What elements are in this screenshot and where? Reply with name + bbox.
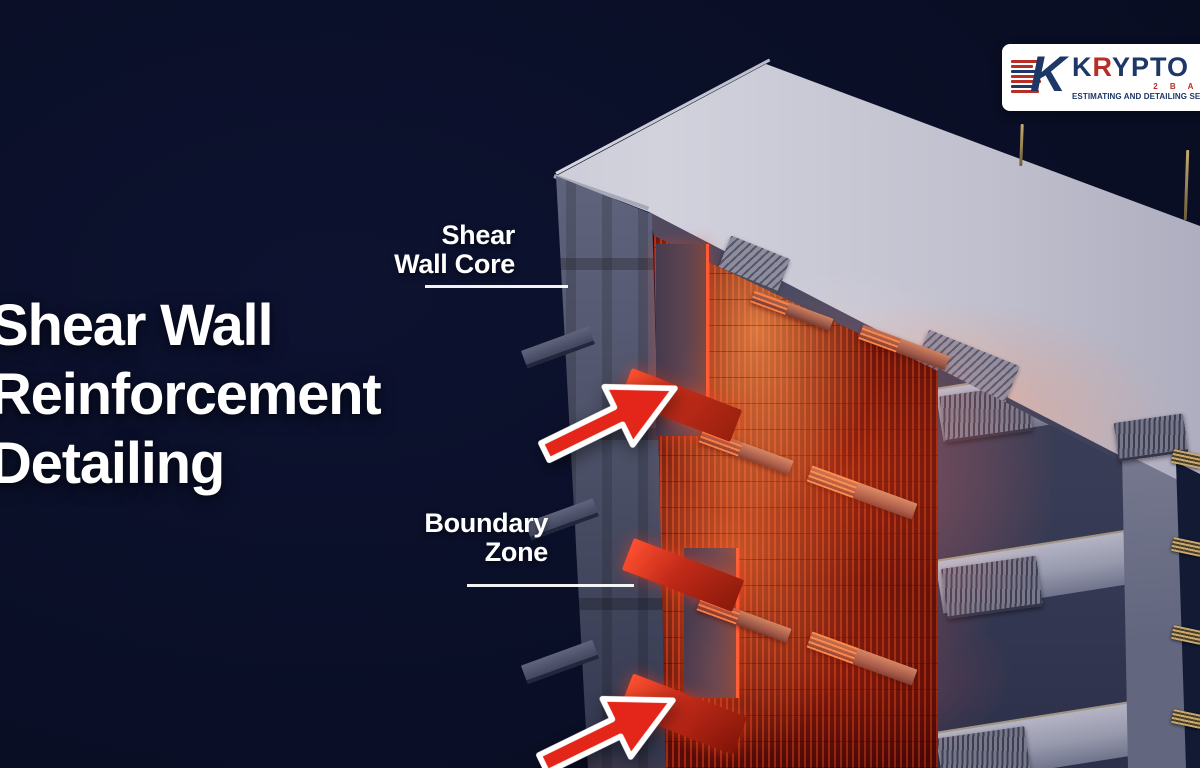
- brand-subtext: 2 B A: [1153, 82, 1199, 91]
- logo-k-monogram: K: [1030, 45, 1067, 102]
- callout-shear-wall-core: Shear Wall Core: [365, 221, 515, 279]
- brand-logo-icon: K: [1011, 46, 1067, 103]
- callout-core-line2: Wall Core: [394, 249, 515, 279]
- title-line1: Shear Wall: [0, 293, 274, 358]
- callout-boundary-line2: Zone: [484, 537, 549, 567]
- dowel-rod-right: [1183, 149, 1190, 221]
- callout-boundary-line1: Boundary: [424, 508, 548, 538]
- arrow-icon-upper: [538, 383, 678, 464]
- brand-letters: YPTO: [1112, 52, 1190, 82]
- callout-line-core: [425, 285, 568, 288]
- page-title: Shear Wall Reinforcement Detailing: [0, 291, 382, 498]
- logo-text-block: KRYPTO 2 B A ESTIMATING AND DETAILING SE: [1072, 54, 1200, 101]
- brand-logo-card: K KRYPTO 2 B A ESTIMATING AND DETAILING …: [1002, 44, 1200, 111]
- title-line3: Detailing: [0, 431, 225, 496]
- logo-speed-stripes-icon: [1011, 59, 1041, 93]
- callout-core-line1: Shear: [441, 220, 515, 250]
- title-line2: Reinforcement: [0, 362, 382, 427]
- callout-line-boundary: [467, 584, 634, 587]
- brand-letter: K: [1072, 52, 1093, 82]
- brand-name: KRYPTO: [1072, 54, 1200, 81]
- arrow-icon-lower: [536, 695, 676, 768]
- callout-boundary-zone: Boundary Zone: [398, 509, 548, 567]
- brand-tagline: ESTIMATING AND DETAILING SE: [1072, 92, 1200, 101]
- dowel-rod-left: [1019, 123, 1024, 167]
- brand-letter-accent: R: [1092, 52, 1112, 82]
